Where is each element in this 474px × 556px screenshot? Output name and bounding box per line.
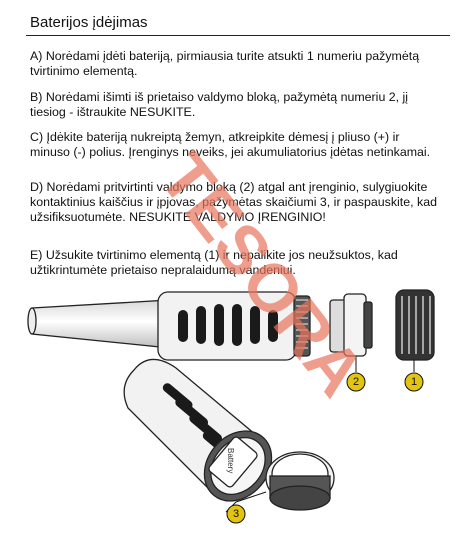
battery-label: Battery bbox=[226, 448, 235, 473]
control-unit-perspective bbox=[265, 451, 335, 511]
paragraph-d: D) Norėdami pritvirtinti valdymo bloką (… bbox=[30, 180, 437, 224]
paragraph-a: A) Norėdami įdėti bateriją, pirmiausia t… bbox=[30, 49, 420, 78]
device-body-side bbox=[27, 291, 311, 361]
callout-2: 2 bbox=[346, 372, 366, 392]
section-title: Baterijos įdėjimas bbox=[30, 14, 148, 31]
callout-3-label: 3 bbox=[233, 508, 239, 520]
paragraph-c: C) Įdėkite bateriją nukreiptą žemyn, atk… bbox=[30, 130, 431, 159]
device-body-perspective bbox=[123, 358, 273, 502]
callout-2-label: 2 bbox=[353, 376, 359, 388]
title-underline bbox=[26, 35, 450, 36]
paragraph-b: B) Norėdami išimti iš prietaiso valdymo … bbox=[30, 90, 409, 119]
control-unit-side bbox=[329, 293, 373, 357]
fastener-cap-side bbox=[395, 289, 435, 361]
callout-3: 3 bbox=[226, 504, 246, 524]
callout-1: 1 bbox=[404, 372, 424, 392]
paragraph-e: E) Užsukite tvirtinimo elementą (1) ir n… bbox=[30, 248, 398, 277]
device-exploded-illustration: Battery 2 1 3 bbox=[27, 289, 435, 524]
callout-1-label: 1 bbox=[411, 376, 417, 388]
